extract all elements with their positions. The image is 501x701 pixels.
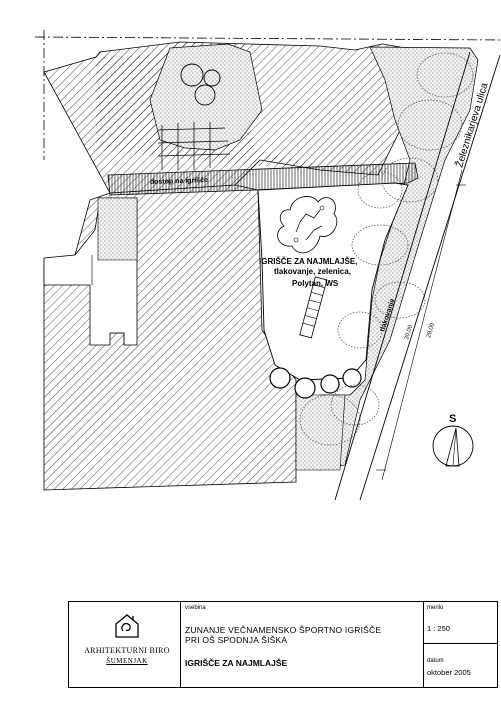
playground-label-3: Polytan, WS	[292, 279, 339, 288]
north-arrow-icon	[445, 427, 460, 467]
scale-cell: merilo 1 : 250	[424, 602, 498, 644]
dimension-28: 28,00	[426, 322, 436, 339]
merilo-label: merilo	[427, 605, 444, 611]
datum-value: oktober 2005	[427, 668, 471, 677]
north-arrow-axis	[452, 427, 457, 467]
project-line-1: ZUNANJE VEČNAMENSKO ŠPORTNO IGRIŠČE	[185, 625, 382, 635]
logo-house-icon	[115, 614, 139, 638]
green-area-left	[97, 197, 138, 261]
date-cell: datum oktober 2005	[424, 644, 498, 687]
green-area-bottom	[295, 394, 346, 471]
project-title: ZUNANJE VEČNAMENSKO ŠPORTNO IGRIŠČE PRI …	[185, 625, 382, 645]
title-block: ARHITEKTURNI BIRO ŠUMENJAK vsebina ZUNAN…	[68, 601, 498, 688]
trees-top	[180, 63, 221, 106]
playground-label-2: tlakovanje, zelenica,	[274, 267, 351, 276]
north-label: S	[449, 413, 456, 425]
hedge-bubbles	[299, 52, 474, 446]
dimension-30: 30,00	[404, 324, 414, 341]
logo-text-line1: ARHITEKTURNI BIRO	[84, 646, 170, 655]
content-cell: vsebina ZUNANJE VEČNAMENSKO ŠPORTNO IGRI…	[181, 602, 424, 687]
dimension-line	[381, 169, 463, 481]
play-post	[293, 237, 299, 243]
logo-cell: ARHITEKTURNI BIRO ŠUMENJAK	[69, 602, 181, 687]
drawing-title: IGRIŠČE ZA NAJMLAJŠE	[185, 658, 288, 668]
merilo-value: 1 : 250	[427, 624, 450, 633]
project-line-2: PRI OŠ SPODNJA ŠIŠKA	[185, 634, 288, 645]
play-structure	[277, 196, 338, 254]
playground-label-1: IGRIŠČE ZA NAJMLAJŠE,	[259, 257, 357, 266]
trees-playground	[269, 367, 362, 399]
road-edge-1	[334, 51, 471, 501]
property-line-top	[34, 36, 501, 41]
play-structure-inner	[295, 209, 323, 241]
logo-text-line2: ŠUMENJAK	[106, 657, 148, 665]
ladder-element	[299, 276, 328, 339]
play-post	[319, 205, 325, 211]
vsebina-label: vsebina	[185, 605, 206, 611]
access-label: dostop na igrišče	[150, 177, 208, 186]
pergola-grid	[157, 122, 231, 170]
building-inner-rect	[91, 255, 125, 345]
road-edge-2	[359, 54, 501, 501]
access-path	[107, 162, 419, 196]
north-arrow-circle	[432, 425, 474, 467]
datum-label: datum	[427, 658, 444, 664]
